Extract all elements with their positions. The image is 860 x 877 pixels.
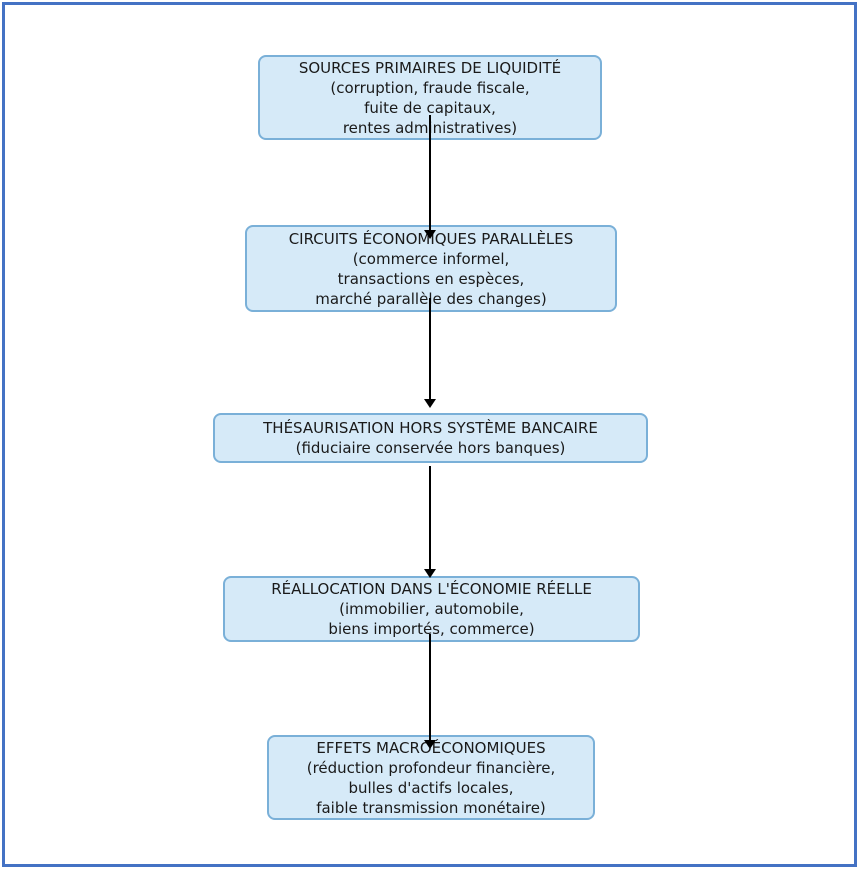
node-line: (immobilier, automobile, bbox=[339, 600, 524, 618]
arrow-line bbox=[429, 634, 431, 741]
arrow-down-icon bbox=[424, 230, 436, 239]
node-line: biens importés, commerce) bbox=[328, 620, 535, 638]
node-title: RÉALLOCATION DANS L'ÉCONOMIE RÉELLE bbox=[271, 580, 592, 598]
node-line: (réduction profondeur financière, bbox=[306, 758, 556, 777]
node-line: faible transmission monétaire) bbox=[316, 798, 546, 817]
node-line: marché parallèle des changes) bbox=[315, 289, 547, 308]
node-line: fuite de capitaux, bbox=[364, 98, 496, 117]
node-thesaurisation: THÉSAURISATION HORS SYSTÈME BANCAIRE (fi… bbox=[213, 413, 648, 463]
arrow-line bbox=[429, 298, 431, 400]
node-line: (commerce informel, bbox=[352, 249, 510, 268]
node-line: bulles d'actifs locales, bbox=[348, 778, 514, 797]
node-line: (corruption, fraude fiscale, bbox=[330, 78, 530, 97]
arrow-line bbox=[429, 466, 431, 570]
node-line: transactions en espèces, bbox=[337, 269, 525, 288]
arrow-line bbox=[429, 115, 431, 231]
node-reallocation: RÉALLOCATION DANS L'ÉCONOMIE RÉELLE (imm… bbox=[223, 576, 640, 642]
arrow-down-icon bbox=[424, 399, 436, 408]
node-title: SOURCES PRIMAIRES DE LIQUIDITÉ bbox=[298, 58, 562, 77]
arrow-down-icon bbox=[424, 740, 436, 749]
node-title: THÉSAURISATION HORS SYSTÈME BANCAIRE bbox=[263, 419, 598, 437]
node-line: (fiduciaire conservée hors banques) bbox=[295, 439, 566, 457]
arrow-down-icon bbox=[424, 569, 436, 578]
